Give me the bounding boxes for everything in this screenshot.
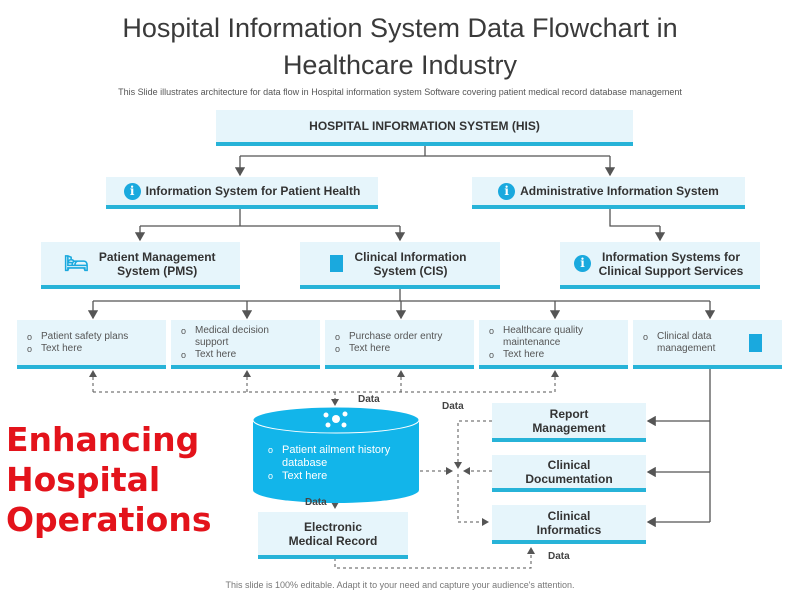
pms-box: 🛏Patient Management System (PMS): [41, 242, 240, 289]
overlay-caption: Enhancing Hospital Operations: [6, 420, 212, 539]
his-box: HOSPITAL INFORMATION SYSTEM (HIS): [216, 110, 633, 146]
info-icon: i: [123, 182, 141, 200]
leaf-box: Medical decision supportText here: [171, 320, 320, 369]
data-label: Data: [305, 497, 327, 508]
data-label: Data: [358, 394, 380, 405]
page-title: Hospital Information System Data Flowcha…: [122, 13, 678, 80]
hospital-icon: [749, 333, 762, 352]
hospital-icon: [329, 255, 343, 272]
data-label: Data: [442, 401, 464, 412]
data-label: Data: [548, 551, 570, 562]
network-icon: [323, 411, 348, 428]
leaf-box: Purchase order entryText here: [325, 320, 474, 369]
footer-note: This slide is 100% editable. Adapt it to…: [225, 580, 575, 590]
database-text: Patient ailment history databaseText her…: [268, 444, 408, 483]
info-icon: i: [574, 255, 591, 272]
report-management-box: Report Management: [492, 403, 646, 442]
leaf-box: Healthcare quality maintenanceText here: [479, 320, 628, 369]
leaf-box: Patient safety plansText here: [17, 320, 166, 369]
leaf-box: Clinical data management: [633, 320, 782, 369]
bed-icon: 🛏: [63, 253, 90, 275]
emr-box: Electronic Medical Record: [258, 512, 408, 559]
clinical-informatics-box: Clinical Informatics: [492, 505, 646, 544]
subtitle: This Slide illustrates architecture for …: [118, 87, 682, 97]
info-icon: i: [498, 182, 516, 200]
clinical-documentation-box: Clinical Documentation: [492, 455, 646, 492]
cis-box: Clinical Information System (CIS): [300, 242, 500, 289]
